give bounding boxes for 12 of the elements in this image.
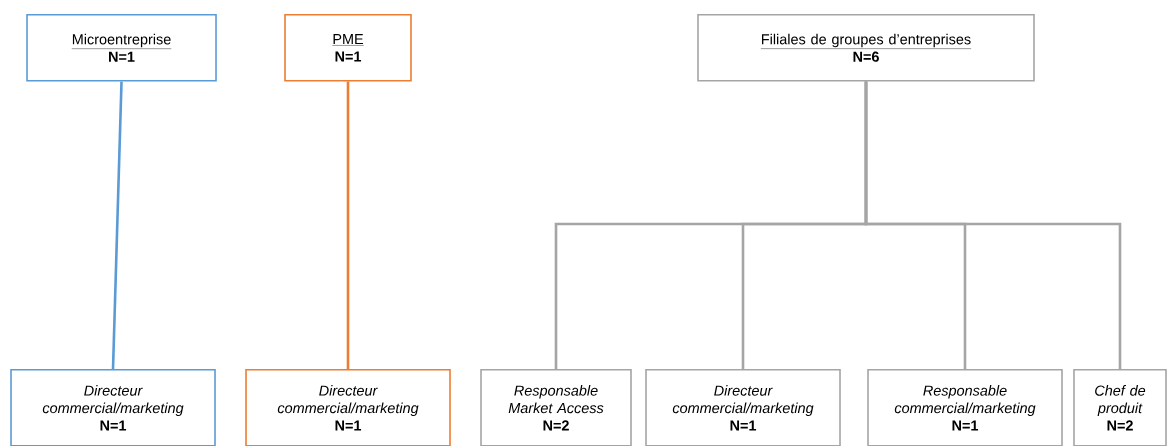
org-box: Directeur commercial/marketing N=1 [645, 369, 841, 446]
org-box: Responsable Market Access N=2 [480, 369, 632, 446]
connector-line [864, 81, 1122, 369]
org-box: Filiales de groupes d’entreprises N=6 [697, 14, 1035, 82]
org-box: Directeur commercial/marketing N=1 [10, 369, 216, 446]
connector-line [346, 81, 350, 369]
org-box: Responsable commercial/marketing N=1 [867, 369, 1063, 446]
org-box: Directeur commercial/marketing N=1 [245, 369, 451, 446]
org-box: Microentreprise N=1 [26, 14, 217, 82]
org-box: Chef de produit N=2 [1073, 369, 1167, 446]
connector-line [111, 81, 123, 370]
org-box: PME N=1 [284, 14, 412, 82]
